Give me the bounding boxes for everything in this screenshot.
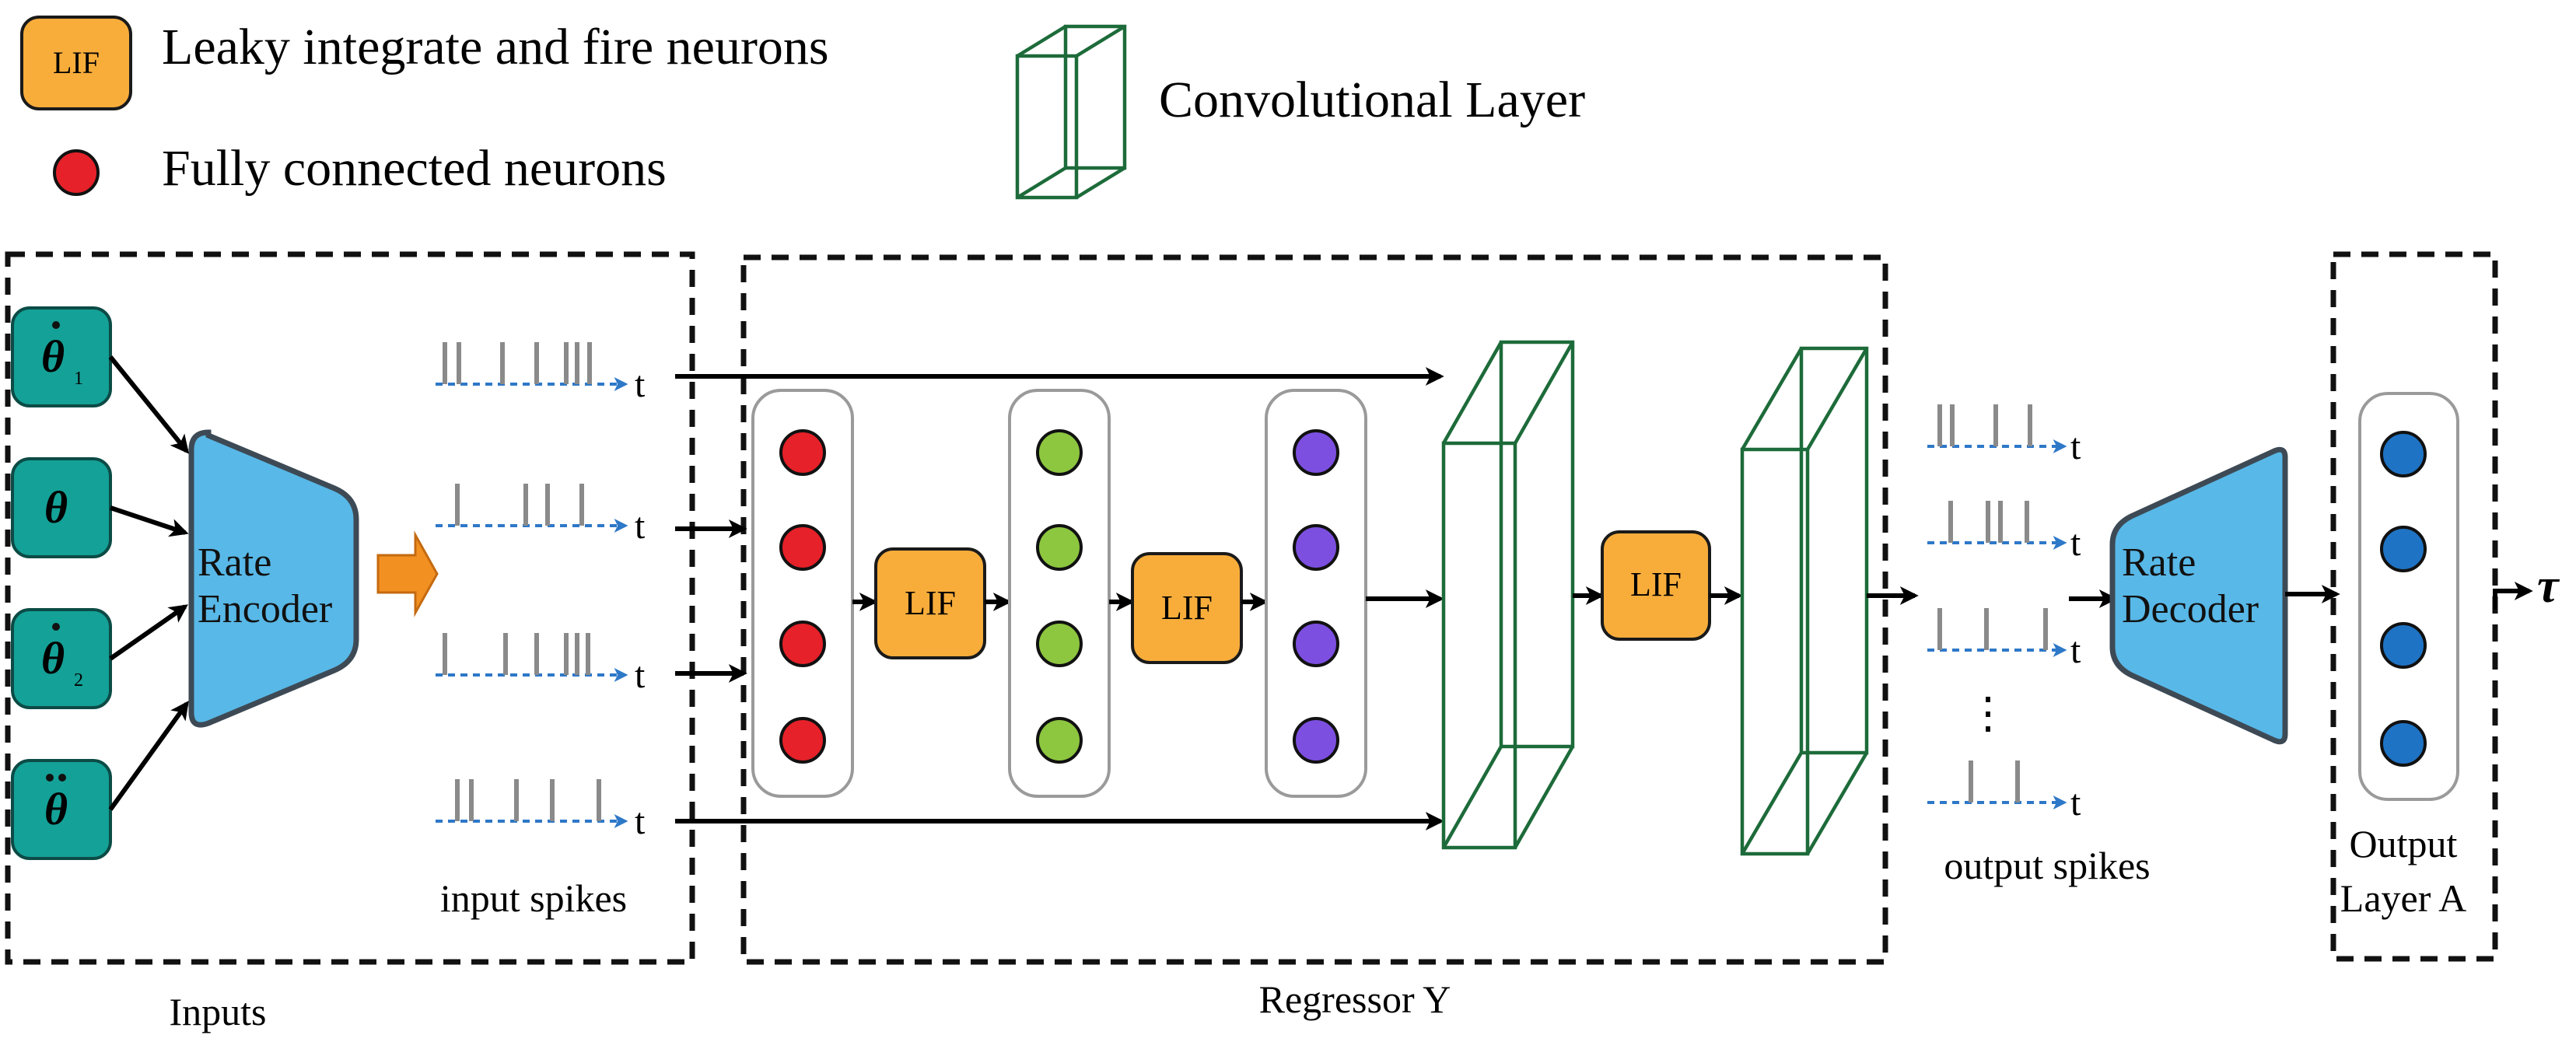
inputs-label: Inputs	[170, 990, 267, 1033]
rate-encoder: Rate Encoder	[188, 429, 359, 728]
input-var-theta-dot-2: θ 2	[11, 608, 112, 709]
fc-neuron	[1036, 621, 1083, 667]
fc-neuron	[779, 524, 826, 571]
output-spike-train-2: t	[1927, 501, 2081, 564]
legend-fc: Fully connected neurons	[53, 140, 667, 197]
time-label: t	[635, 801, 646, 842]
fc-column-2	[1008, 389, 1111, 798]
input-spike-train-4: t	[436, 779, 646, 842]
fc-neuron	[779, 621, 826, 667]
input-arrows	[108, 355, 190, 811]
input-var-theta-dot-1: θ 1	[11, 306, 112, 407]
dot-accent-icon	[46, 774, 54, 782]
lif-badge-label: LIF	[53, 45, 100, 80]
time-label: t	[2070, 782, 2081, 823]
fc-neuron	[1036, 429, 1083, 476]
output-spikes-label: output spikes	[1944, 844, 2150, 887]
input-var-theta: θ	[11, 457, 112, 558]
fc-neuron	[1036, 524, 1083, 571]
dot-accent-icon	[58, 774, 66, 782]
dot-accent-icon	[52, 623, 60, 631]
input-var-subscript: 2	[74, 670, 83, 691]
output-spike-train-4: t	[1927, 761, 2081, 823]
input-var-symbol: θ	[44, 784, 68, 834]
conv-legend-text: Convolutional Layer	[1159, 72, 1585, 128]
fc-column-3	[1265, 389, 1367, 798]
time-label: t	[2070, 523, 2081, 564]
inputs-section: Inputs θ 1 θ θ 2 θ	[5, 251, 695, 1033]
input-var-symbol: θ	[44, 482, 68, 533]
output-layer-section: Output Layer A	[2330, 251, 2498, 962]
time-label: t	[635, 364, 646, 405]
lif-block-3: LIF	[1601, 530, 1711, 641]
lif-badge-icon	[20, 16, 132, 110]
output-neuron	[2380, 622, 2427, 669]
output-tau-symbol: τ	[2537, 560, 2560, 613]
output-layer-line1: Output	[2350, 822, 2458, 865]
lif-block-2: LIF	[1131, 552, 1243, 664]
fc-neuron	[779, 717, 826, 764]
legend-lif: LIF Leaky integrate and fire neurons	[20, 16, 829, 110]
rate-decoder: Rate Decoder	[2109, 446, 2288, 745]
fc-neuron-icon	[53, 149, 100, 196]
legend: LIF Leaky integrate and fire neurons Ful…	[20, 16, 1585, 200]
input-spikes-label: input spikes	[440, 876, 627, 920]
time-label: t	[2070, 426, 2081, 467]
conv-layer-1	[1441, 340, 1575, 850]
encoder-line2: Encoder	[198, 587, 332, 631]
regressor-dashed-box	[740, 254, 1888, 965]
decoder-line1: Rate	[2122, 540, 2196, 585]
lif-legend-text: Leaky integrate and fire neurons	[162, 19, 829, 75]
dot-accent-icon	[52, 321, 60, 329]
fc-neuron	[779, 429, 826, 476]
fc-neuron	[1293, 429, 1339, 476]
conv-layer-2	[1740, 346, 1869, 856]
input-spike-train-2: t	[436, 484, 646, 547]
fc-neuron	[1293, 621, 1339, 667]
inputs-dashed-box	[5, 251, 695, 965]
regressor-label: Regressor Y	[1259, 977, 1451, 1021]
lif-label: LIF	[1161, 589, 1213, 627]
output-neuron	[2380, 526, 2427, 572]
conv-layer-icon	[1015, 24, 1127, 200]
input-var-subscript: 1	[74, 369, 83, 389]
lif-block-1: LIF	[874, 547, 986, 659]
output-neuron	[2380, 720, 2427, 767]
input-spike-train-1: t	[436, 342, 646, 405]
output-layer-capsule	[2358, 392, 2459, 801]
lif-label: LIF	[905, 584, 956, 622]
final-output-arrow	[2493, 582, 2533, 610]
output-neuron	[2380, 431, 2427, 477]
input-var-symbol: θ	[41, 331, 65, 382]
input-spike-train-3: t	[436, 633, 646, 696]
input-var-theta-ddot: θ	[11, 759, 112, 860]
fc-neuron	[1293, 717, 1339, 764]
time-label: t	[635, 655, 646, 696]
output-spikes-section: t t t ⋮ t output spikes	[1927, 404, 2151, 887]
fc-neuron	[1293, 524, 1339, 571]
fc-neuron	[1036, 717, 1083, 764]
regressor-section: Regressor Y LIF	[675, 254, 1919, 1021]
time-label: t	[635, 505, 646, 547]
legend-conv: Convolutional Layer	[1015, 24, 1585, 200]
encoder-line1: Rate	[198, 540, 271, 585]
output-spike-train-3: t	[1927, 608, 2081, 671]
output-spike-train-1: t	[1927, 404, 2081, 467]
ellipsis-icon: ⋮	[1966, 690, 2010, 738]
decoder-line2: Decoder	[2122, 587, 2259, 631]
fc-legend-text: Fully connected neurons	[162, 140, 667, 197]
output-layer-line2: Layer A	[2340, 876, 2466, 920]
fc-column-1	[751, 389, 854, 798]
encode-arrow-icon	[376, 530, 439, 617]
input-var-symbol: θ	[41, 633, 65, 684]
time-label: t	[2070, 630, 2081, 671]
lif-label: LIF	[1630, 565, 1682, 603]
